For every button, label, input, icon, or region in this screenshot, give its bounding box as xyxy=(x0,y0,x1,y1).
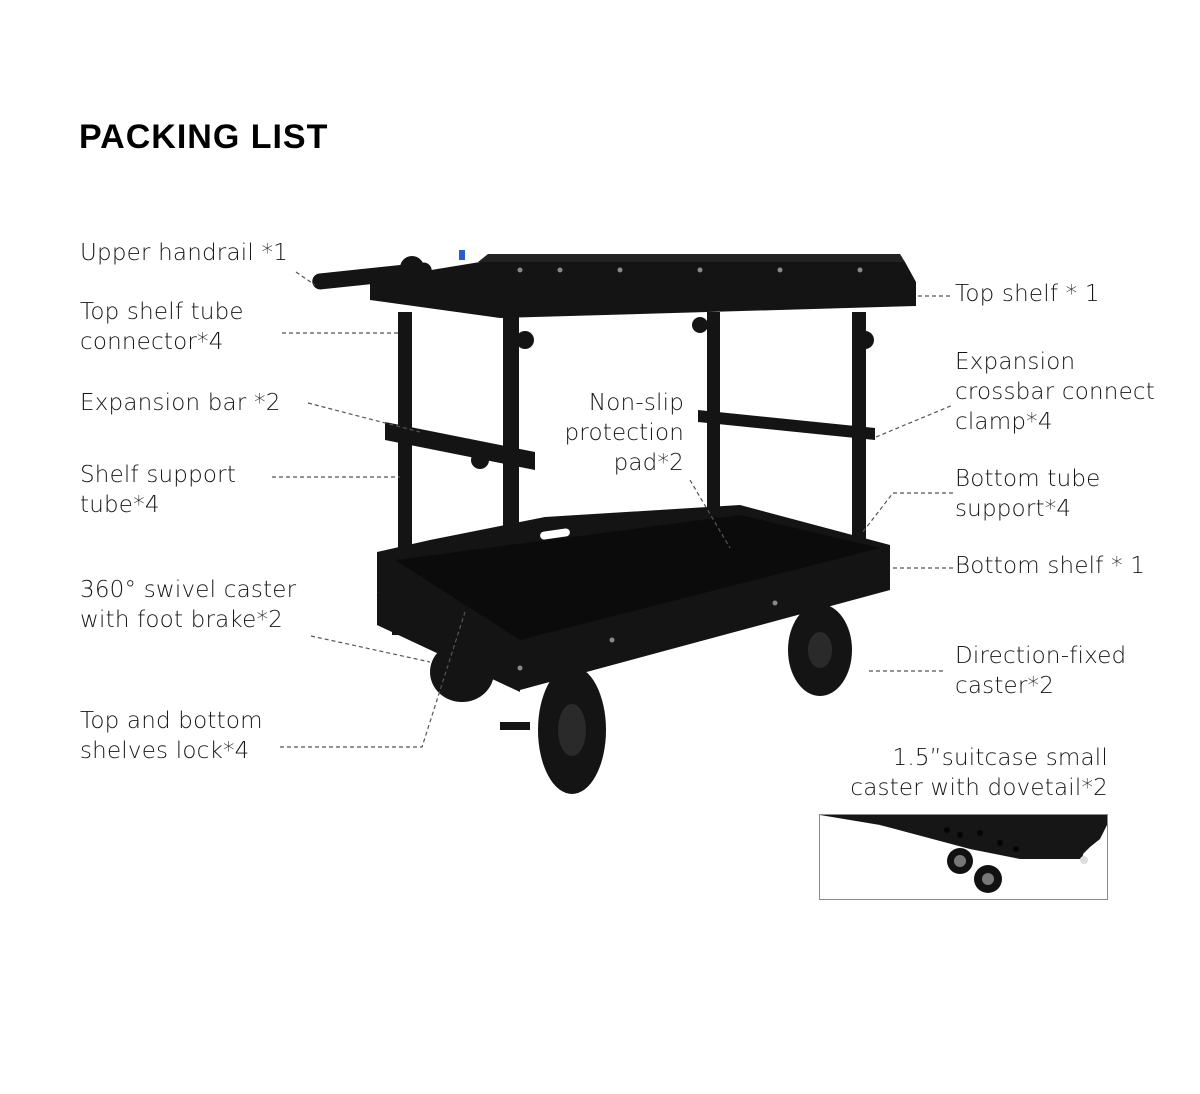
label-text: Top shelf * 1 xyxy=(955,281,1100,307)
label-bottom-shelf: Bottom shelf * 1 xyxy=(955,551,1145,581)
label-suitcase-caster: 1.5”suitcase small caster with dovetail*… xyxy=(850,743,1108,803)
suitcase-caster-inset-image xyxy=(819,814,1108,900)
label-text: support*4 xyxy=(955,496,1072,522)
label-top-shelf: Top shelf * 1 xyxy=(955,279,1100,309)
label-text: Top and bottom xyxy=(80,708,263,734)
label-top-shelf-tube-connector: Top shelf tube connector*4 xyxy=(80,297,244,357)
label-text: shelves lock*4 xyxy=(80,738,250,764)
label-text: 1.5”suitcase small xyxy=(892,745,1108,771)
label-text: Expansion xyxy=(955,349,1076,375)
leader-lines xyxy=(272,271,954,748)
label-text: 360° swivel caster xyxy=(80,577,297,603)
label-non-slip-pad: Non-slip protection pad*2 xyxy=(565,388,685,478)
label-text: Upper handrail *1 xyxy=(80,240,288,266)
label-text: caster with dovetail*2 xyxy=(850,775,1108,801)
label-crossbar-clamp: Expansion crossbar connect clamp*4 xyxy=(955,347,1155,437)
label-text: clamp*4 xyxy=(955,409,1053,435)
label-text: pad*2 xyxy=(613,450,684,476)
label-text: with foot brake*2 xyxy=(80,607,284,633)
label-bottom-tube-support: Bottom tube support*4 xyxy=(955,464,1101,524)
label-text: protection xyxy=(564,420,684,446)
label-text: Direction-fixed xyxy=(955,643,1127,669)
label-expansion-bar: Expansion bar *2 xyxy=(80,388,281,418)
top-shelf-shape xyxy=(370,262,916,318)
label-text: Expansion bar *2 xyxy=(80,390,281,416)
label-text: caster*2 xyxy=(955,673,1055,699)
label-text: Shelf support xyxy=(80,462,237,488)
page-title: PACKING LIST xyxy=(79,118,329,156)
label-swivel-caster: 360° swivel caster with foot brake*2 xyxy=(80,575,296,635)
label-text: Non-slip xyxy=(588,390,684,416)
label-text: Top shelf tube xyxy=(80,299,244,325)
label-text: Bottom shelf * 1 xyxy=(955,553,1146,579)
label-upper-handrail: Upper handrail *1 xyxy=(80,238,288,268)
label-shelves-lock: Top and bottom shelves lock*4 xyxy=(80,706,263,766)
label-text: crossbar connect xyxy=(955,379,1155,405)
label-text: Bottom tube xyxy=(955,466,1101,492)
label-text: tube*4 xyxy=(80,492,160,518)
label-text: connector*4 xyxy=(80,329,224,355)
label-shelf-support-tube: Shelf support tube*4 xyxy=(80,460,236,520)
label-direction-fixed-caster: Direction-fixed caster*2 xyxy=(955,641,1126,701)
